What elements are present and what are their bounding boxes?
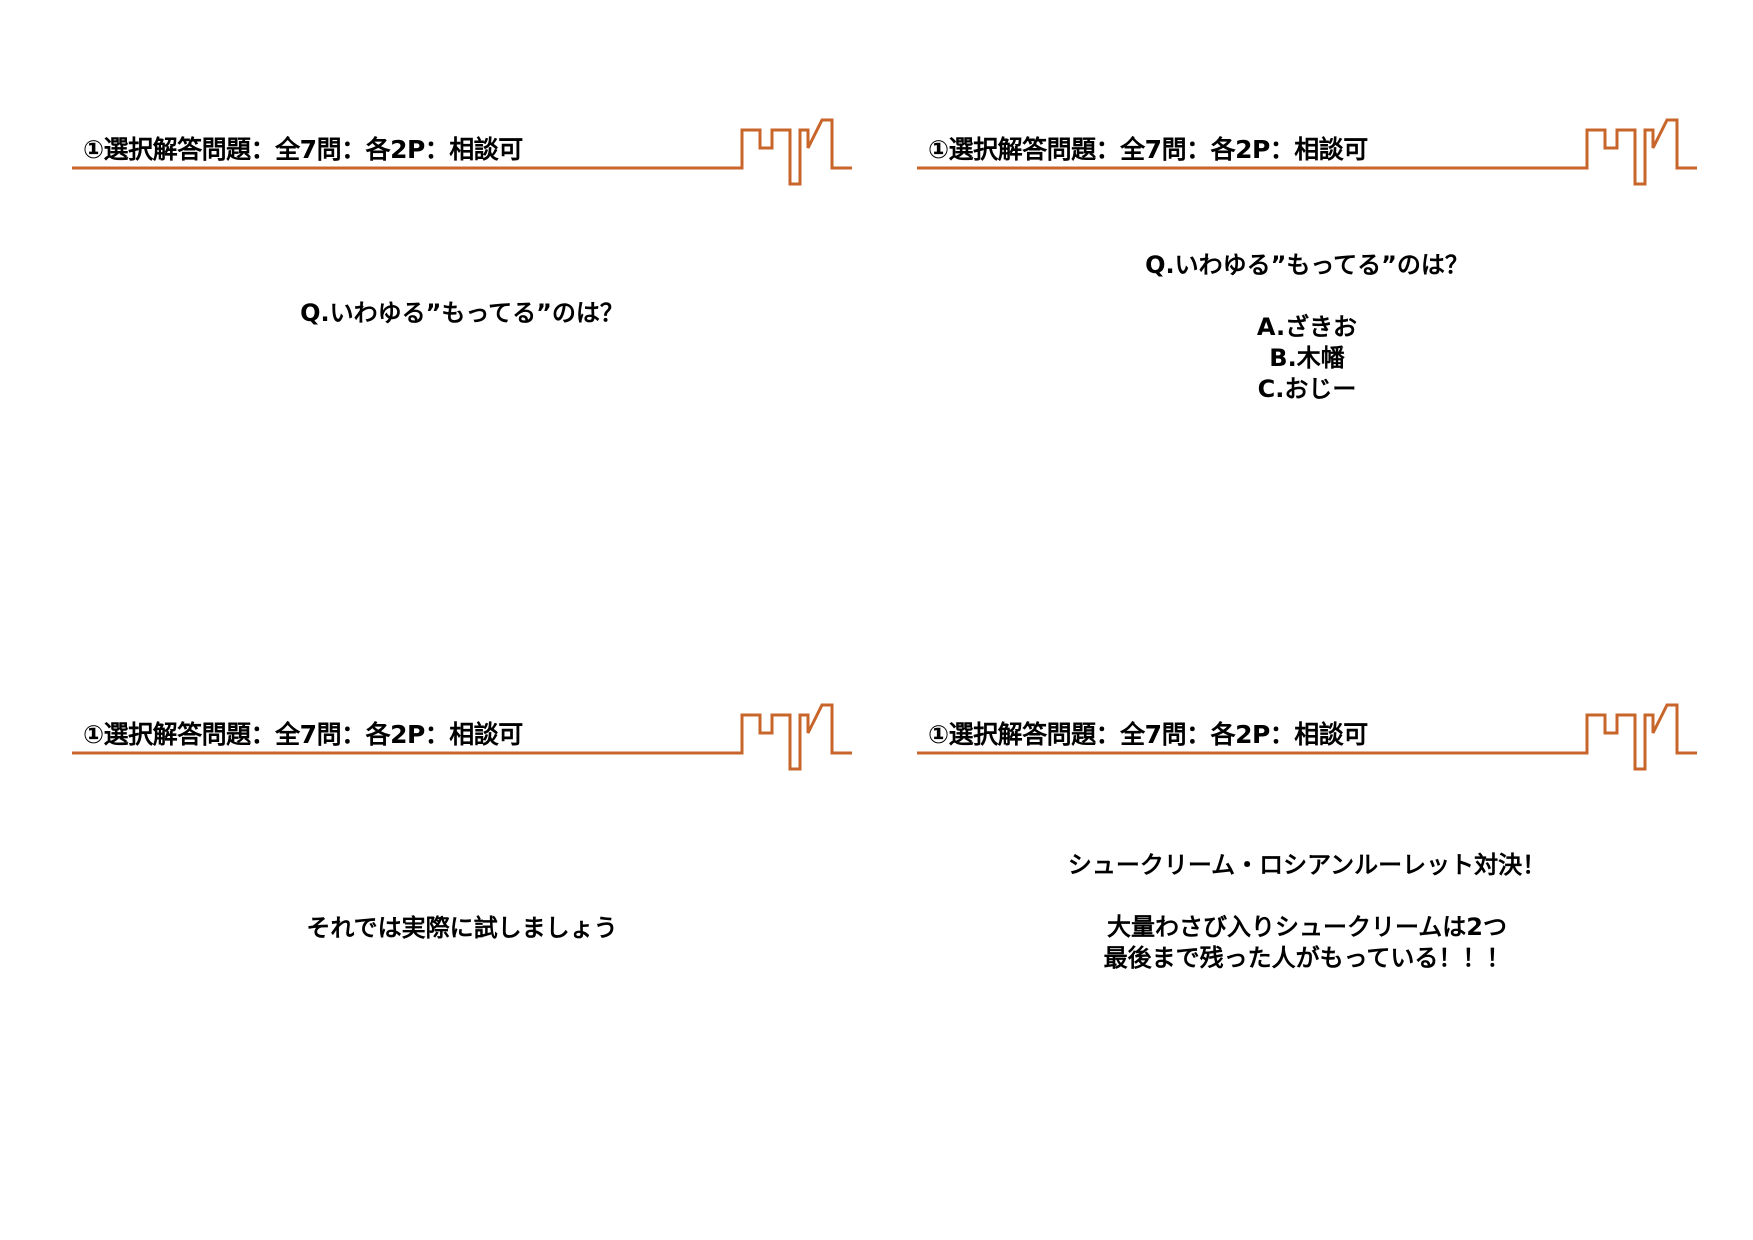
header-rule-with-logo-icon	[917, 118, 1697, 186]
slide-header-title: ①選択解答問題：全7問：各2P：相談可	[928, 720, 1368, 749]
question-line: Q.いわゆる”もってる”のは？	[1145, 251, 1469, 279]
slide-4: ①選択解答問題：全7問：各2P：相談可 シュークリーム・ロシアンルーレット対決！…	[917, 703, 1697, 1223]
body-line: それでは実際に試しましょう	[306, 914, 618, 942]
question-with-choices: Q.いわゆる”もってる”のは？ A.ざきお B.木幡 C.おじー	[917, 250, 1697, 405]
header-rule-with-logo-icon	[72, 118, 852, 186]
slide-header-title: ①選択解答問題：全7問：各2P：相談可	[83, 720, 523, 749]
body-line: 最後まで残った人がもっている！！！	[1103, 944, 1511, 972]
slide-header-title: ①選択解答問題：全7問：各2P：相談可	[928, 135, 1368, 164]
question-line: Q.いわゆる”もってる”のは？	[300, 299, 624, 327]
body-line: 大量わさび入りシュークリームは2つ	[1107, 913, 1507, 941]
body-line: シュークリーム・ロシアンルーレット対決！	[1067, 851, 1547, 879]
question-text: Q.いわゆる”もってる”のは？	[72, 298, 852, 329]
blank-line	[917, 881, 1697, 912]
slide-1: ①選択解答問題：全7問：各2P：相談可 Q.いわゆる”もってる”のは？	[72, 118, 852, 638]
choice-b: B.木幡	[1269, 344, 1345, 372]
slide-2: ①選択解答問題：全7問：各2P：相談可 Q.いわゆる”もってる”のは？ A.ざき…	[917, 118, 1697, 638]
blank-line	[917, 281, 1697, 312]
header-rule-with-logo-icon	[72, 703, 852, 771]
slide-body-text: シュークリーム・ロシアンルーレット対決！ 大量わさび入りシュークリームは2つ 最…	[917, 850, 1697, 974]
slide-3: ①選択解答問題：全7問：各2P：相談可 それでは実際に試しましょう	[72, 703, 852, 1223]
slide-header-title: ①選択解答問題：全7問：各2P：相談可	[83, 135, 523, 164]
header-rule-with-logo-icon	[917, 703, 1697, 771]
choice-c: C.おじー	[1257, 375, 1357, 403]
slide-body-text: それでは実際に試しましょう	[72, 913, 852, 944]
choice-a: A.ざきお	[1256, 313, 1358, 341]
